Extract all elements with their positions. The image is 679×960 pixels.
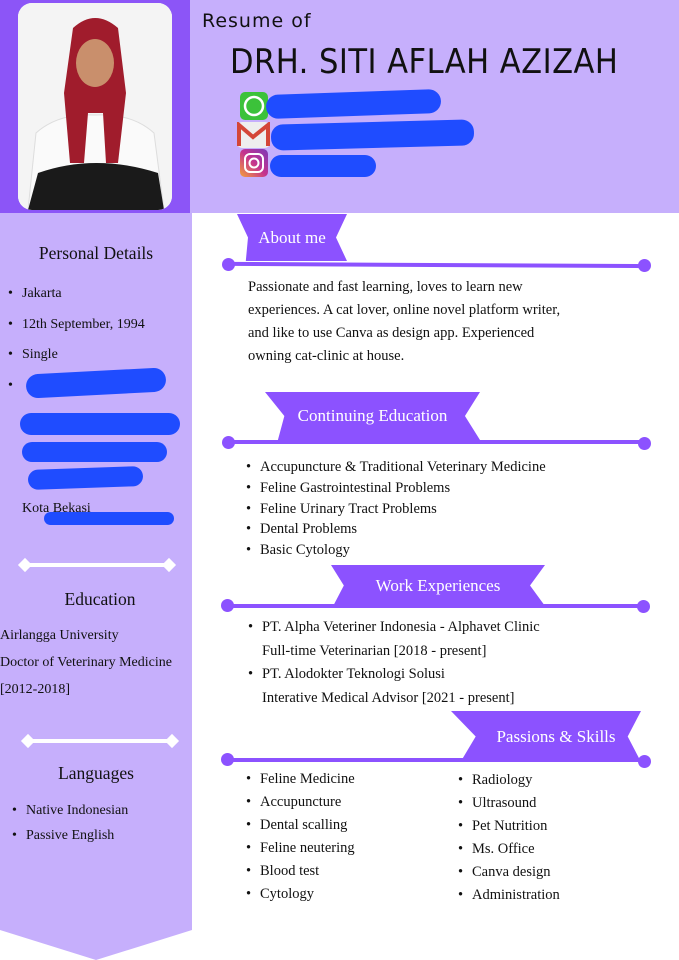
rule-dot [221,599,234,612]
personal-details-heading: Personal Details [38,243,154,263]
work-company: PT. Alpha Veteriner Indonesia - Alphavet… [248,619,540,636]
rule-dot [638,437,651,450]
rule-dot [638,755,651,768]
language-item: Passive English [12,828,114,844]
continuing-item: Dental Problems [246,521,357,538]
redacted-address [22,442,167,462]
skill-item: Feline neutering [246,840,355,857]
about-line: experiences. A cat lover, online novel p… [248,302,561,318]
skill-item: Cytology [246,886,314,903]
resume-of-label: Resume of [202,10,312,32]
redacted-instagram [270,155,376,177]
about-line: Passionate and fast learning, loves to l… [248,279,523,295]
redacted-address [27,465,144,491]
section-rule [229,261,646,269]
continuing-item: Feline Urinary Tract Problems [246,501,437,518]
education-heading: Education [64,589,136,609]
redacted-address [20,413,180,435]
skill-item: Radiology [458,772,533,789]
about-banner: About me [237,214,347,261]
redacted-email [270,119,475,151]
work-experiences-banner: Work Experiences [331,565,545,606]
work-role: Interative Medical Advisor [2021 - prese… [262,690,515,706]
education-line: [2012-2018] [0,682,70,697]
instagram-icon [240,149,268,177]
rule-dot [222,436,235,449]
sidebar-divider [28,739,174,743]
personal-item-address [8,378,32,394]
skill-item: Canva design [458,864,550,881]
profile-photo [18,3,172,210]
skill-item: Dental scalling [246,817,347,834]
skill-item: Administration [458,887,560,904]
whatsapp-icon [240,92,268,120]
continuing-item: Basic Cytology [246,542,350,559]
continuing-item: Accupuncture & Traditional Veterinary Me… [246,459,546,476]
continuing-education-banner: Continuing Education [265,392,480,440]
rule-dot [638,259,651,272]
candidate-name: DRH. SITI AFLAH AZIZAH [230,42,619,82]
education-line: Doctor of Veterinary Medicine [0,655,172,670]
personal-item: 12th September, 1994 [8,317,145,333]
rule-dot [222,258,235,271]
passions-skills-banner: Passions & Skills [451,711,641,762]
section-rule [230,758,645,762]
skill-item: Ms. Office [458,841,534,858]
work-role: Full-time Veterinarian [2018 - present] [262,643,487,659]
redacted-address [44,512,174,525]
rule-dot [221,753,234,766]
work-company: PT. Alodokter Teknologi Solusi [248,666,445,683]
about-line: owning cat-clinic at house. [248,348,405,364]
section-rule [230,440,645,444]
gmail-icon [237,120,270,148]
skill-item: Pet Nutrition [458,818,547,835]
skill-item: Feline Medicine [246,771,355,788]
personal-item: Jakarta [8,286,62,302]
skill-item: Ultrasound [458,795,537,812]
sidebar-divider [25,563,170,567]
continuing-item: Feline Gastrointestinal Problems [246,480,450,497]
education-line: Airlangga University [0,628,119,643]
section-rule [230,604,643,608]
language-item: Native Indonesian [12,803,128,819]
skill-item: Accupuncture [246,794,341,811]
rule-dot [637,600,650,613]
languages-heading: Languages [58,763,134,783]
skill-item: Blood test [246,863,319,880]
personal-item: Single [8,347,58,363]
about-line: and like to use Canva as design app. Exp… [248,325,535,341]
